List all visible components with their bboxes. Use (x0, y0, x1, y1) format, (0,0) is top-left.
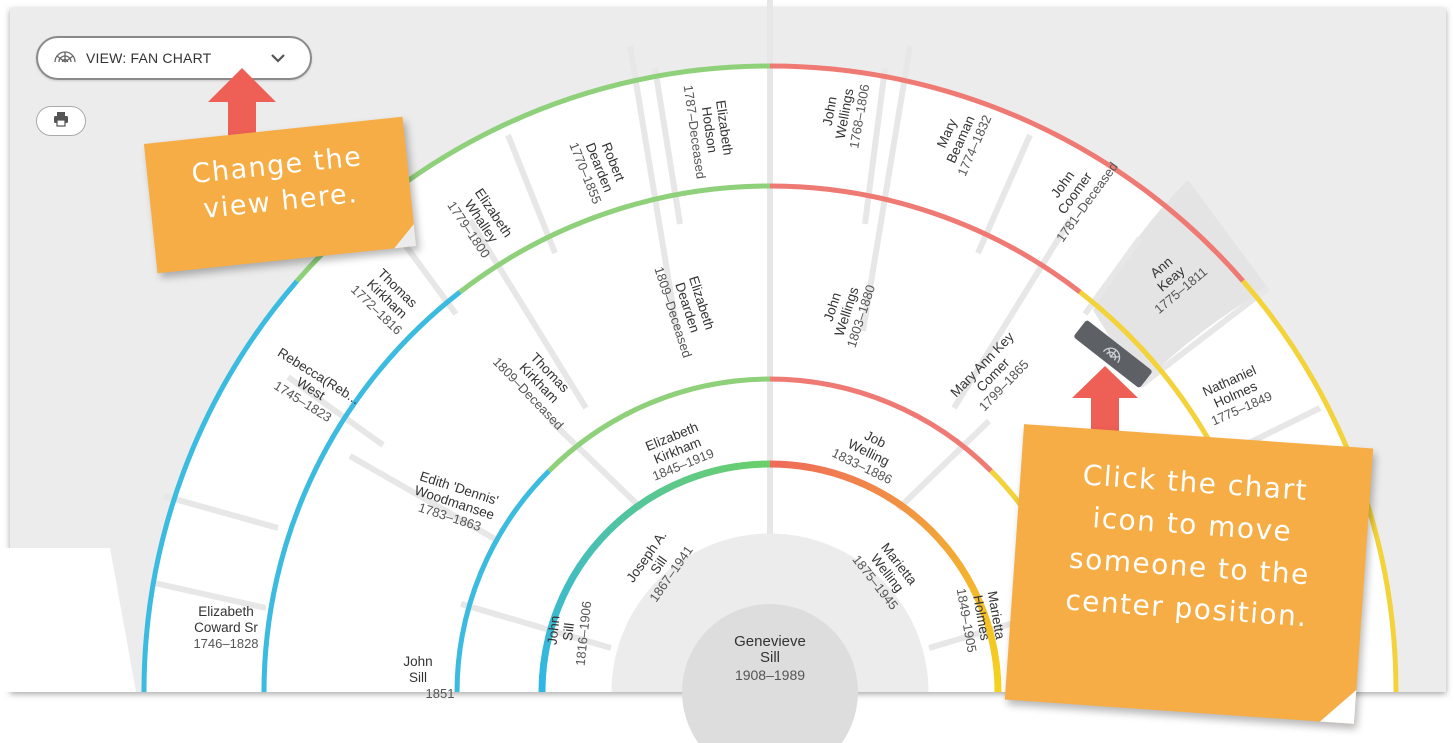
ring4-band (141, 63, 1399, 692)
person-surname: Sill (560, 622, 577, 641)
person-john-sill-outer[interactable]: John Sill 1851 (403, 654, 454, 701)
person-name: John (403, 654, 432, 669)
center-dates: 1908–1989 (735, 667, 805, 683)
center-name2: Sill (760, 649, 780, 666)
person-mary-beaman[interactable]: Mary Beaman 1774–1832 (927, 101, 995, 179)
person-dates: 1816–1906 (573, 600, 595, 666)
view-selector-button[interactable]: VIEW: FAN CHART (36, 36, 312, 80)
spokes (149, 0, 1322, 651)
person-surname: Sill (409, 670, 427, 685)
outer-band (0, 548, 136, 692)
move-to-center-handle[interactable] (1073, 319, 1153, 388)
fan-chart-icon (1102, 347, 1121, 364)
fan-chart: Genevieve Sill 1908–1989 John Sill 1816–… (0, 0, 1399, 743)
ring3-band (266, 188, 1274, 693)
person-john-sill-r1[interactable]: John Sill 1816–1906 (543, 597, 595, 666)
person-surname: Coward Sr (194, 620, 258, 635)
person-dates: 1746–1828 (193, 636, 258, 651)
arrow-up-icon (1072, 366, 1138, 446)
ring1-band (544, 466, 996, 692)
center-person[interactable]: Genevieve Sill 1908–1989 (734, 633, 806, 683)
ring1-arc-maternal (769, 460, 1002, 693)
ring2-band (459, 381, 1081, 692)
page-fold (1320, 687, 1357, 724)
fan-chart-icon (54, 48, 76, 69)
person-dates: 1851 (426, 686, 455, 701)
person-name: Elizabeth (198, 604, 254, 619)
person-surname: Hodson (699, 106, 720, 154)
printer-icon (52, 111, 70, 132)
person-elizabeth-coward[interactable]: Elizabeth Coward Sr 1746–1828 (193, 604, 258, 651)
page-fold (391, 224, 417, 249)
tip-note-view: Change the view here. (143, 116, 417, 274)
person-rebecca-west[interactable]: Rebecca(Reb... West 1745–1823 (259, 345, 362, 433)
center-name: Genevieve (734, 633, 806, 650)
center-circle[interactable] (682, 604, 858, 743)
wedge-ann-keay-highlight[interactable] (1093, 180, 1268, 386)
ring1-arc-paternal (538, 460, 771, 693)
chevron-down-icon (268, 48, 288, 73)
person-name: John (545, 615, 563, 646)
print-button[interactable] (36, 106, 86, 136)
view-selector-label: VIEW: FAN CHART (86, 50, 212, 66)
person-name: John (820, 95, 840, 126)
arrow-up-icon (208, 68, 276, 152)
tip-note-center: Click the chart icon to move someone to … (1004, 424, 1374, 724)
person-elizabeth-kirkham[interactable]: Elizabeth Kirkham 1845–1919 (639, 418, 716, 484)
